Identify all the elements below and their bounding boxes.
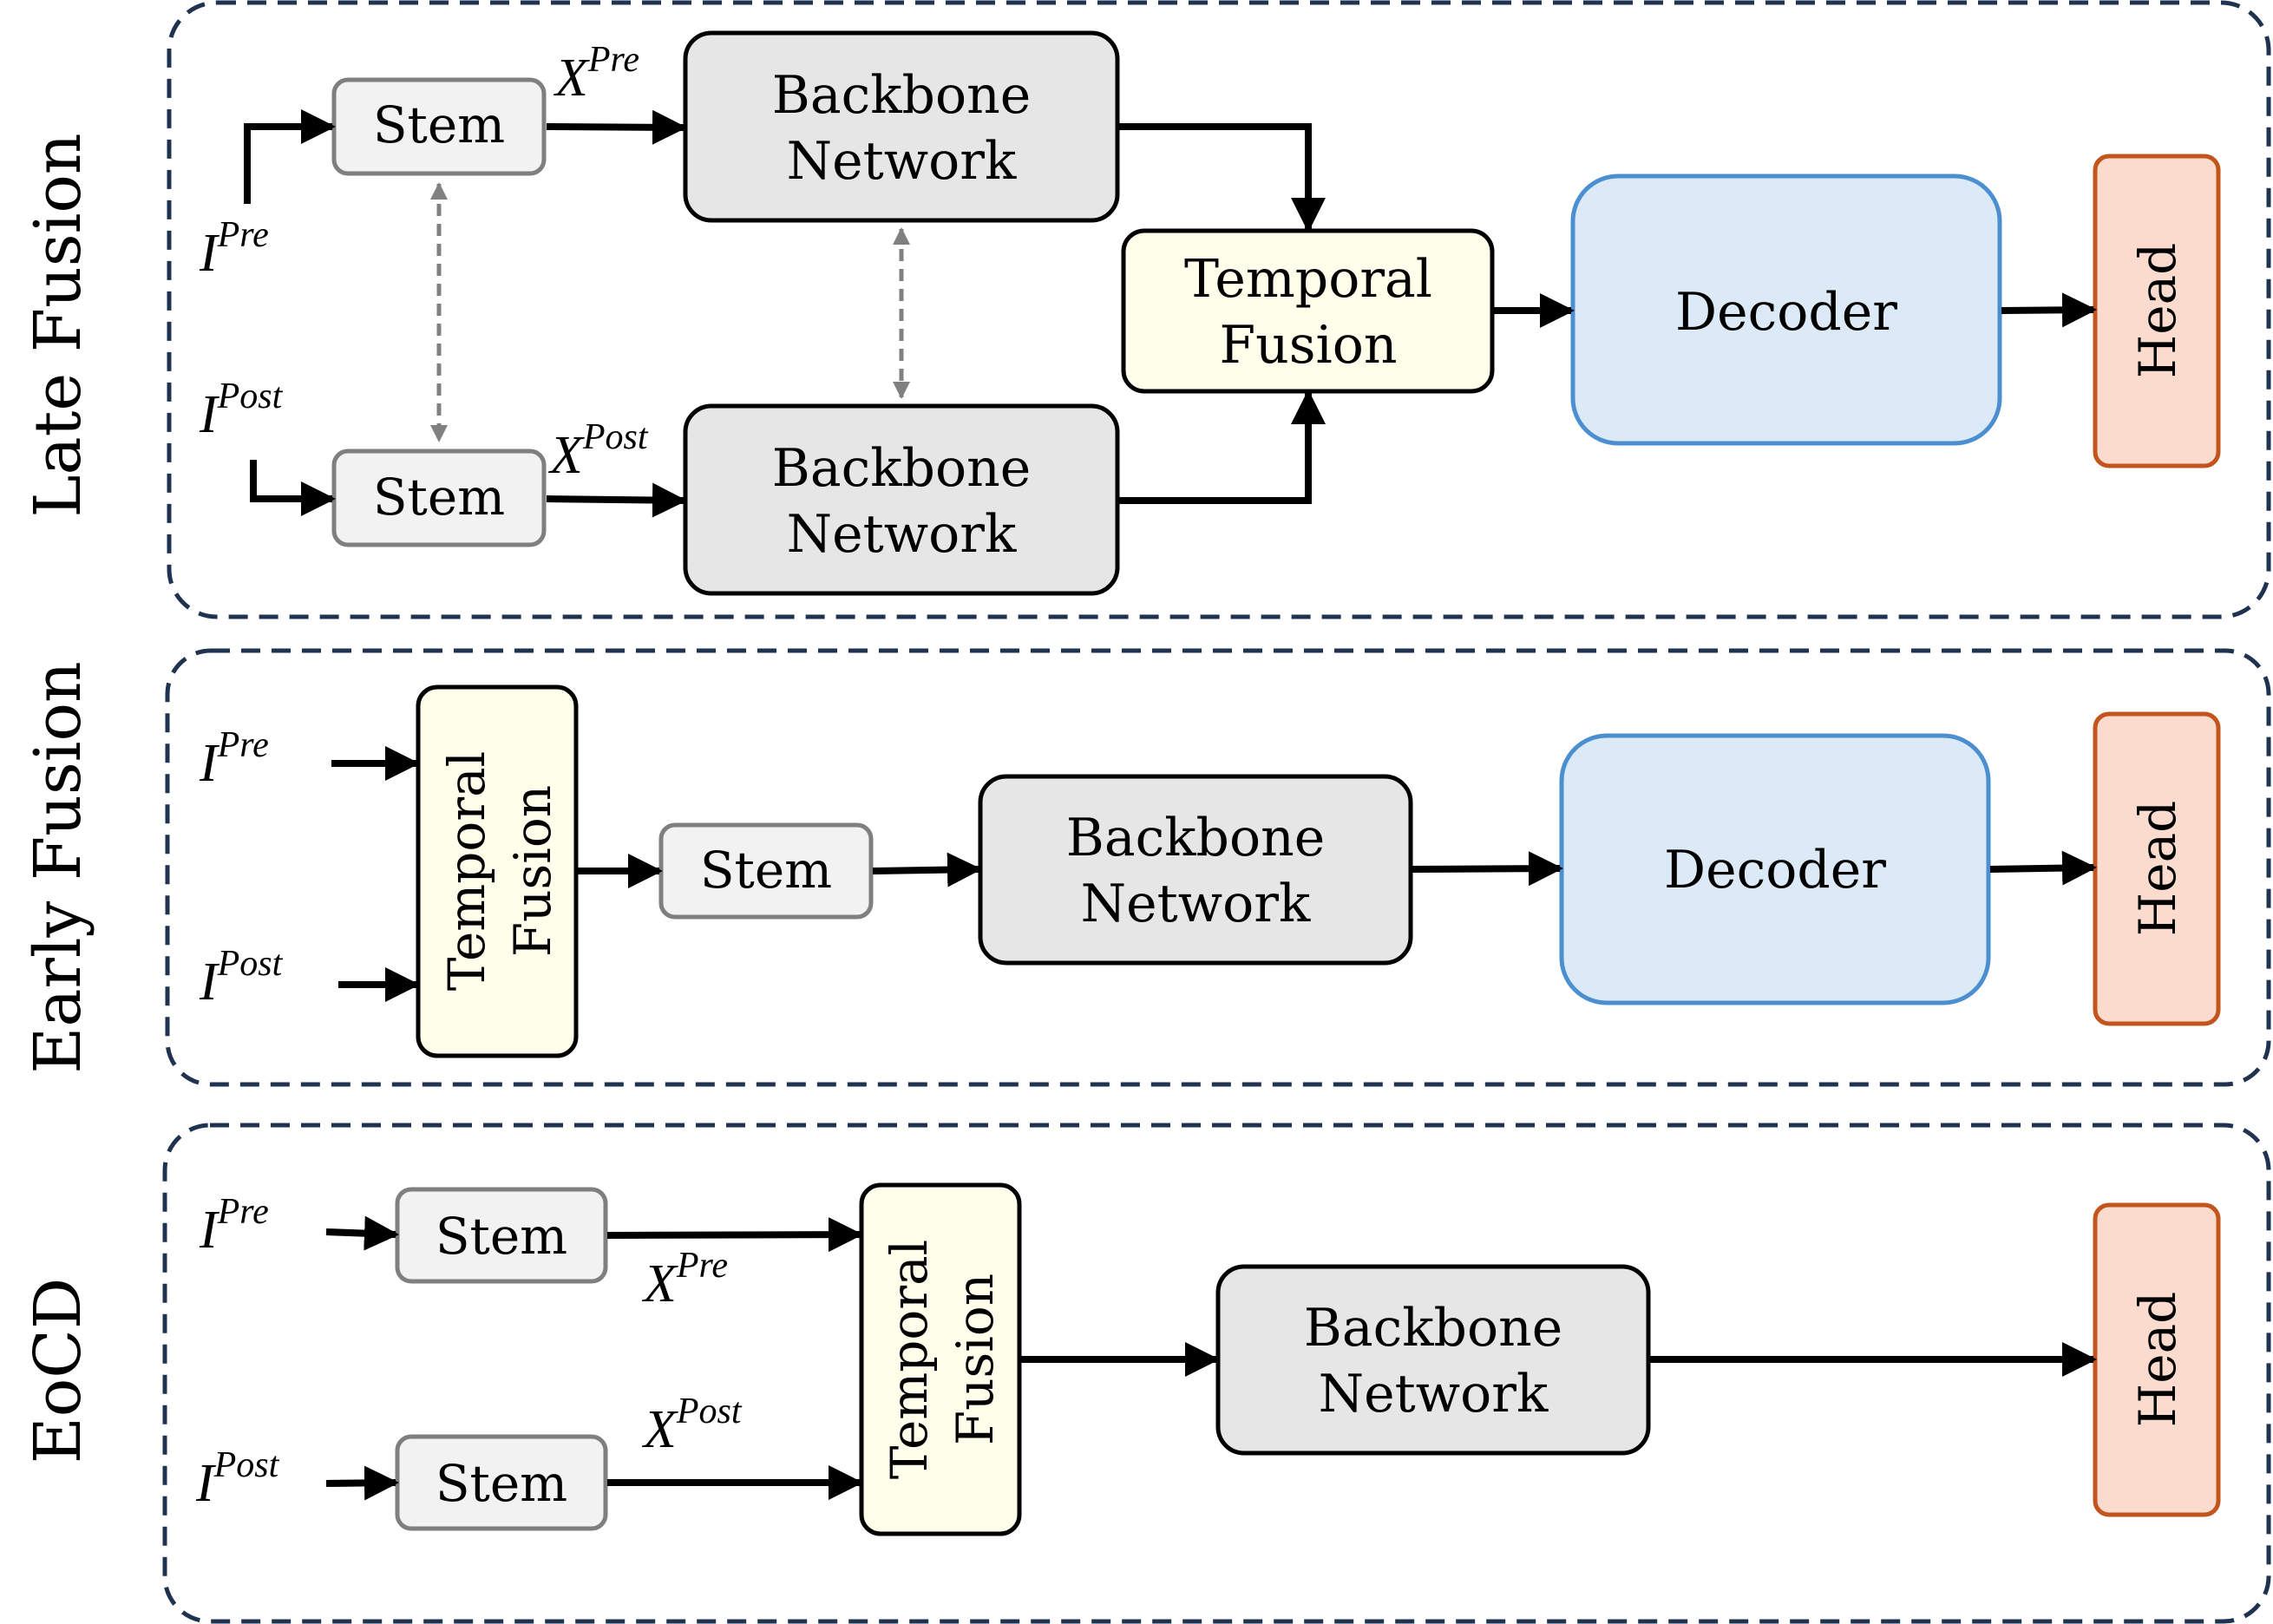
svg-text:Backbone: Backbone (1304, 1298, 1563, 1359)
svg-text:Fusion: Fusion (503, 785, 562, 957)
svg-text:Network: Network (787, 131, 1017, 192)
head-block: Head (2093, 711, 2221, 1026)
svg-text:Stem: Stem (436, 1207, 567, 1266)
panel-eocd-label: EoCD (21, 1278, 95, 1464)
feature-pre-label: XPre (641, 1246, 728, 1313)
temporal-fusion-block: Temporal Fusion (1121, 228, 1495, 394)
backbone-network-block: Backbone Network (683, 30, 1120, 223)
stem-block: Stem (395, 1187, 608, 1284)
svg-text:Backbone: Backbone (772, 65, 1032, 126)
input-pre-label: IPre (199, 215, 269, 283)
svg-text:Temporal: Temporal (437, 751, 496, 991)
stem-block: Stem (331, 77, 547, 176)
panel-late-fusion: Late Fusion Stem Stem Backbone Network B… (21, 0, 2271, 619)
svg-text:Network: Network (787, 504, 1017, 565)
input-pre-label: IPre (199, 1192, 269, 1260)
svg-text:Fusion: Fusion (946, 1274, 1005, 1445)
temporal-fusion-block: Temporal Fusion (416, 684, 579, 1058)
feature-post-label: XPost (547, 417, 649, 485)
svg-text:Decoder: Decoder (1664, 840, 1886, 900)
shared-weights-arrows (430, 182, 910, 442)
feature-post-label: XPost (641, 1392, 743, 1459)
panel-early-fusion-label: Early Fusion (21, 661, 95, 1073)
panel-early-fusion: Early Fusion Temporal Fusion Stem Backbo… (21, 648, 2271, 1087)
head-block: Head (2093, 154, 2221, 468)
flow-arrows (331, 746, 2097, 1002)
flow-arrows (244, 109, 2097, 518)
svg-text:Head: Head (2128, 801, 2187, 937)
decoder-block: Decoder (1570, 174, 2002, 446)
decoder-block: Decoder (1559, 733, 1991, 1005)
panel-late-fusion-border (167, 0, 2271, 619)
stem-block: Stem (331, 449, 547, 547)
svg-text:Stem: Stem (700, 841, 832, 900)
svg-text:Network: Network (1319, 1364, 1549, 1424)
svg-text:Temporal: Temporal (1184, 249, 1432, 310)
svg-text:Stem: Stem (373, 95, 505, 154)
svg-text:Head: Head (2128, 1292, 2187, 1428)
svg-text:Backbone: Backbone (1066, 808, 1326, 868)
input-post-label: IPost (199, 377, 284, 444)
panel-eocd-border (162, 1123, 2271, 1624)
backbone-network-block: Backbone Network (1215, 1264, 1651, 1456)
svg-text:Backbone: Backbone (772, 438, 1032, 499)
svg-text:Stem: Stem (373, 468, 505, 527)
flow-arrows (325, 1215, 2097, 1501)
input-post-label: IPost (195, 1445, 280, 1513)
svg-text:Decoder: Decoder (1675, 282, 1897, 343)
backbone-network-block: Backbone Network (683, 403, 1120, 596)
panel-early-fusion-border (165, 648, 2271, 1087)
input-pre-label: IPre (199, 725, 269, 793)
backbone-network-block: Backbone Network (978, 774, 1413, 966)
svg-text:Stem: Stem (436, 1454, 567, 1513)
stem-block: Stem (395, 1434, 608, 1531)
feature-pre-label: XPre (553, 40, 639, 108)
head-block: Head (2093, 1202, 2221, 1517)
stem-block: Stem (658, 822, 874, 920)
panel-eocd: EoCD Stem Stem Temporal Fusion Backbone … (21, 1123, 2271, 1624)
temporal-fusion-block: Temporal Fusion (859, 1182, 1022, 1536)
panel-late-fusion-label: Late Fusion (21, 133, 95, 517)
svg-text:Fusion: Fusion (1219, 315, 1397, 376)
svg-text:Temporal: Temporal (880, 1240, 939, 1479)
svg-text:Head: Head (2128, 243, 2187, 379)
svg-text:Network: Network (1081, 874, 1311, 934)
input-post-label: IPost (199, 944, 284, 1012)
